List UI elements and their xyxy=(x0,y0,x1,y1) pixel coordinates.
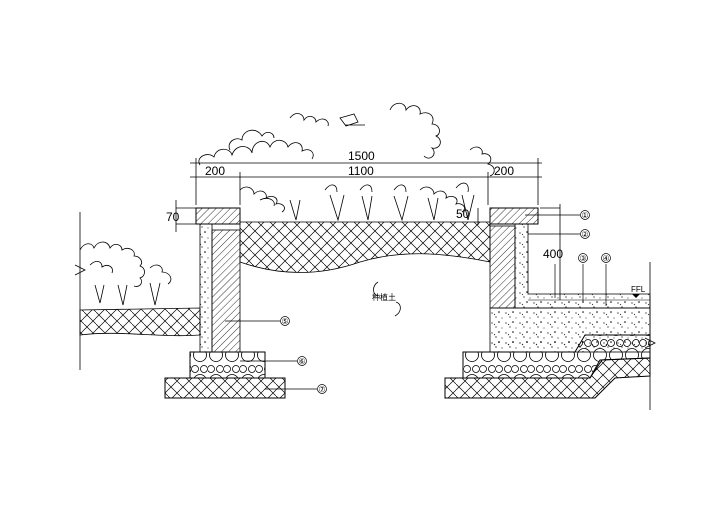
dim-left-wall: 200 xyxy=(205,164,225,178)
right-coping xyxy=(489,207,539,225)
callout-7: ⑦ xyxy=(318,385,325,394)
dim-soil-gap: 50 xyxy=(456,207,470,221)
plants-icon xyxy=(289,182,475,222)
callout-markers xyxy=(280,210,611,394)
callout-4: ④ xyxy=(602,254,609,263)
left-base-slab xyxy=(164,377,286,399)
callout-1: ① xyxy=(581,211,588,220)
soil-label: 种植土 xyxy=(372,292,396,302)
callout-5: ⑤ xyxy=(281,317,288,326)
dim-right-wall: 200 xyxy=(494,164,514,178)
left-shrubs-icon xyxy=(79,241,172,306)
left-ground xyxy=(79,307,201,337)
callout-2: ② xyxy=(581,230,588,239)
left-wall-brick xyxy=(211,229,241,353)
dim-total: 1500 xyxy=(348,149,375,163)
tree-canopy-icon xyxy=(198,102,495,213)
left-wall-render xyxy=(199,223,213,353)
dim-wall-depth: 400 xyxy=(543,247,563,261)
dim-cap-height: 70 xyxy=(166,210,180,224)
callout-3: ③ xyxy=(579,254,586,263)
dim-inner: 1100 xyxy=(348,164,374,178)
right-wall-brick xyxy=(489,225,516,309)
planting-soil xyxy=(239,221,491,273)
ffl-label: FFL xyxy=(631,285,646,294)
dimension-lines xyxy=(175,158,561,300)
left-coping xyxy=(195,207,241,225)
left-gravel-footing xyxy=(189,351,266,379)
callout-6: ⑥ xyxy=(298,357,305,366)
callout-leaders xyxy=(225,214,607,390)
